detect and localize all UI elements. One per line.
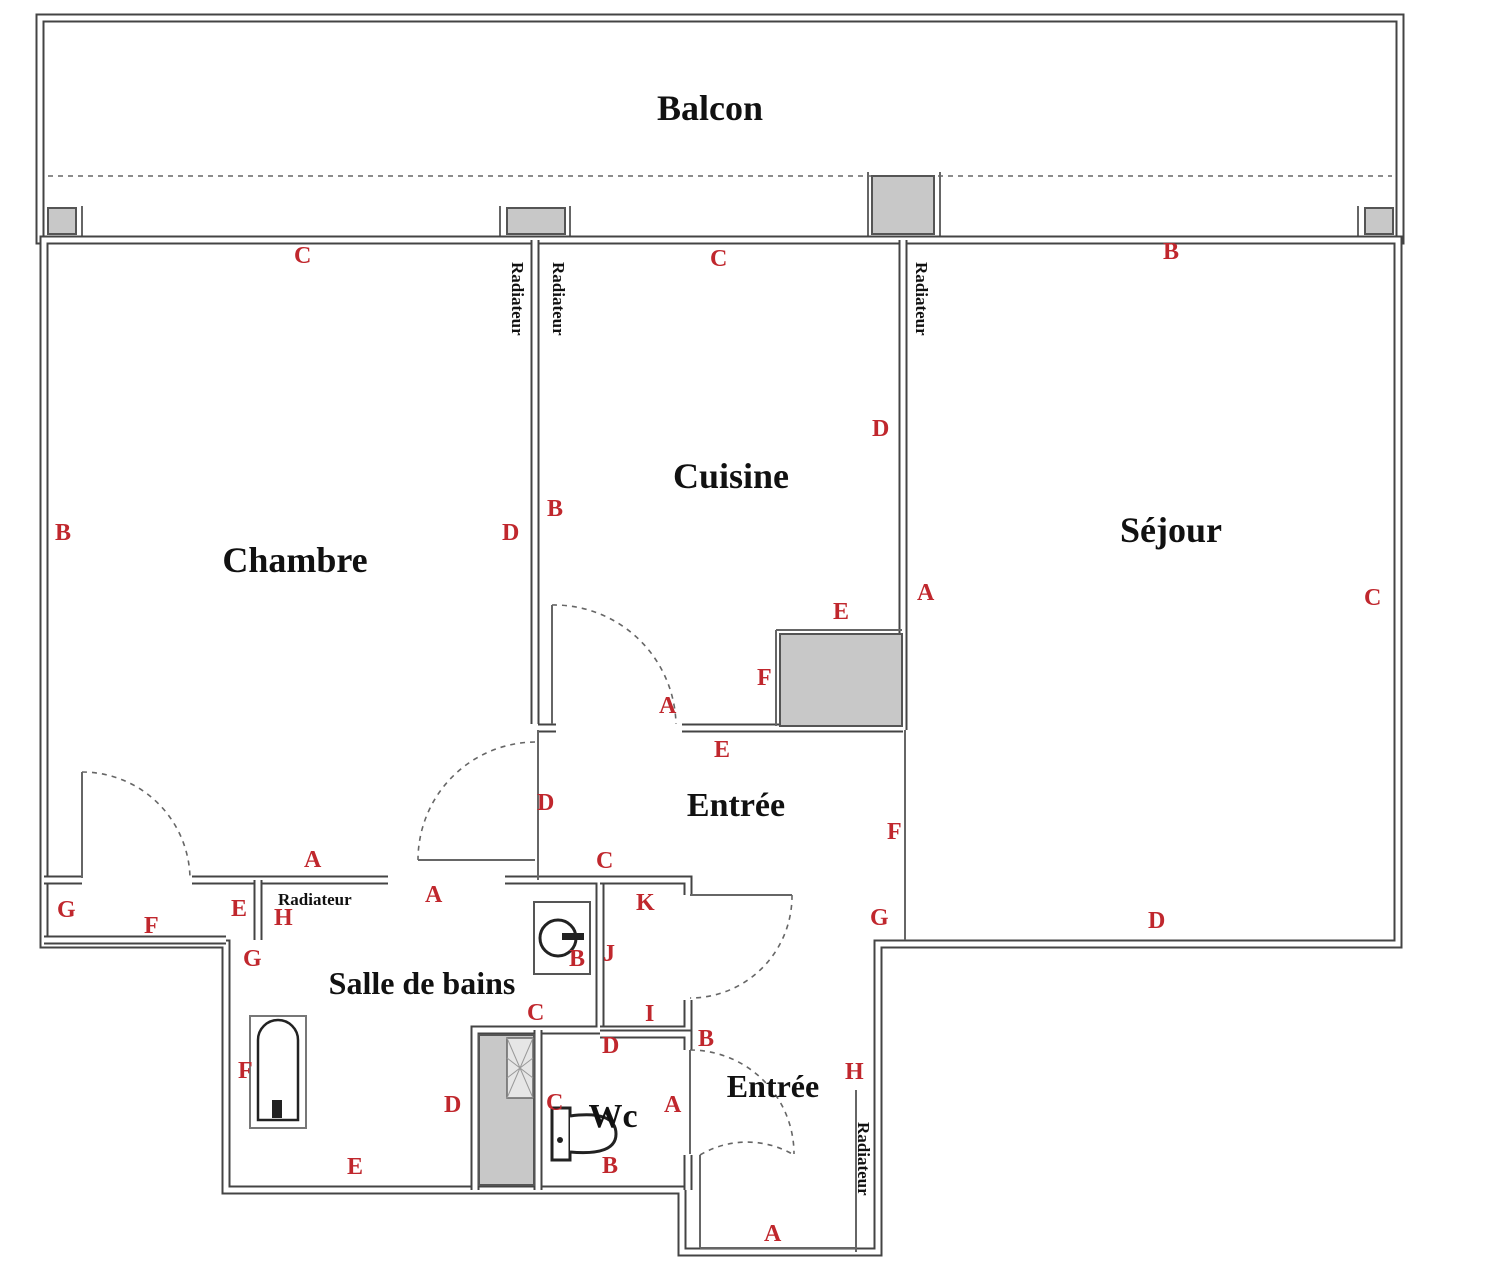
wall-letter: G <box>243 946 262 972</box>
wall-letter: F <box>238 1058 253 1084</box>
kitchen-fixture <box>775 629 903 727</box>
room-label-balcon: Balcon <box>657 88 763 128</box>
wall-letter: G <box>870 905 889 931</box>
room-label-salle-de-bains: Salle de bains <box>329 965 516 1001</box>
toilet <box>550 1106 618 1162</box>
wall-letter: B <box>698 1026 714 1052</box>
balcony-pillars <box>47 172 1394 236</box>
radiator-labels: Radiateur Radiateur Radiateur Radiateur … <box>278 262 931 1196</box>
wall-letter: B <box>1163 239 1179 265</box>
wall-letters: C B D A G F E C B D E F A B A C D E D F … <box>55 239 1381 1247</box>
wall-letter: K <box>636 890 655 916</box>
radiator-label: Radiateur <box>912 262 931 336</box>
wall-letter: C <box>546 1090 563 1116</box>
room-label-entree-2: Entrée <box>727 1068 819 1104</box>
wall-letter: D <box>602 1033 619 1059</box>
doors <box>81 604 795 1248</box>
wall-letter: E <box>833 599 849 625</box>
wall-letter: D <box>1148 908 1165 934</box>
wall-letter: D <box>537 790 554 816</box>
wall-letter: C <box>1364 585 1381 611</box>
wall-letter: C <box>527 1000 544 1026</box>
wall-letter: A <box>764 1221 782 1247</box>
wall-letter: F <box>144 913 159 939</box>
wall-letter: F <box>757 665 772 691</box>
apartment-walls <box>39 235 1403 1257</box>
wall-letter: E <box>714 737 730 763</box>
wc-duct <box>478 1034 535 1186</box>
wall-letter: G <box>57 897 76 923</box>
wall-letter: B <box>547 496 563 522</box>
radiator-label: Radiateur <box>278 890 352 909</box>
bathroom-sink <box>533 901 591 975</box>
wall-letter: B <box>602 1153 618 1179</box>
room-label-cuisine: Cuisine <box>673 456 789 496</box>
wall-letter: B <box>569 946 585 972</box>
room-label-entree: Entrée <box>687 787 785 824</box>
room-labels: Balcon Chambre Cuisine Séjour Entrée Sal… <box>222 88 1222 1135</box>
wall-letter: D <box>502 520 519 546</box>
wall-letter: H <box>845 1059 864 1085</box>
wall-letter: H <box>274 905 293 931</box>
room-label-wc: Wc <box>588 1098 637 1135</box>
wall-letter: I <box>645 1001 654 1027</box>
balcony-frame <box>35 13 1405 245</box>
radiator-label: Radiateur <box>854 1122 873 1196</box>
wall-letter: C <box>294 243 311 269</box>
wall-letter: E <box>231 896 247 922</box>
wall-letter: B <box>55 520 71 546</box>
wall-letter: D <box>444 1092 461 1118</box>
bathtub <box>249 1015 307 1129</box>
wall-letter: F <box>887 819 902 845</box>
wall-letter: C <box>710 246 727 272</box>
radiator-label: Radiateur <box>549 262 568 336</box>
wall-letter: A <box>304 847 322 873</box>
room-label-chambre: Chambre <box>222 540 367 580</box>
wall-letter: E <box>347 1154 363 1180</box>
wall-letter: A <box>664 1092 682 1118</box>
wall-letter: A <box>425 882 443 908</box>
wall-letter: D <box>872 416 889 442</box>
room-label-sejour: Séjour <box>1120 510 1222 550</box>
wall-letter: A <box>917 580 935 606</box>
wall-letter: C <box>596 848 613 874</box>
wall-letter: J <box>603 941 615 967</box>
wall-letter: A <box>659 693 677 719</box>
radiator-label: Radiateur <box>508 262 527 336</box>
